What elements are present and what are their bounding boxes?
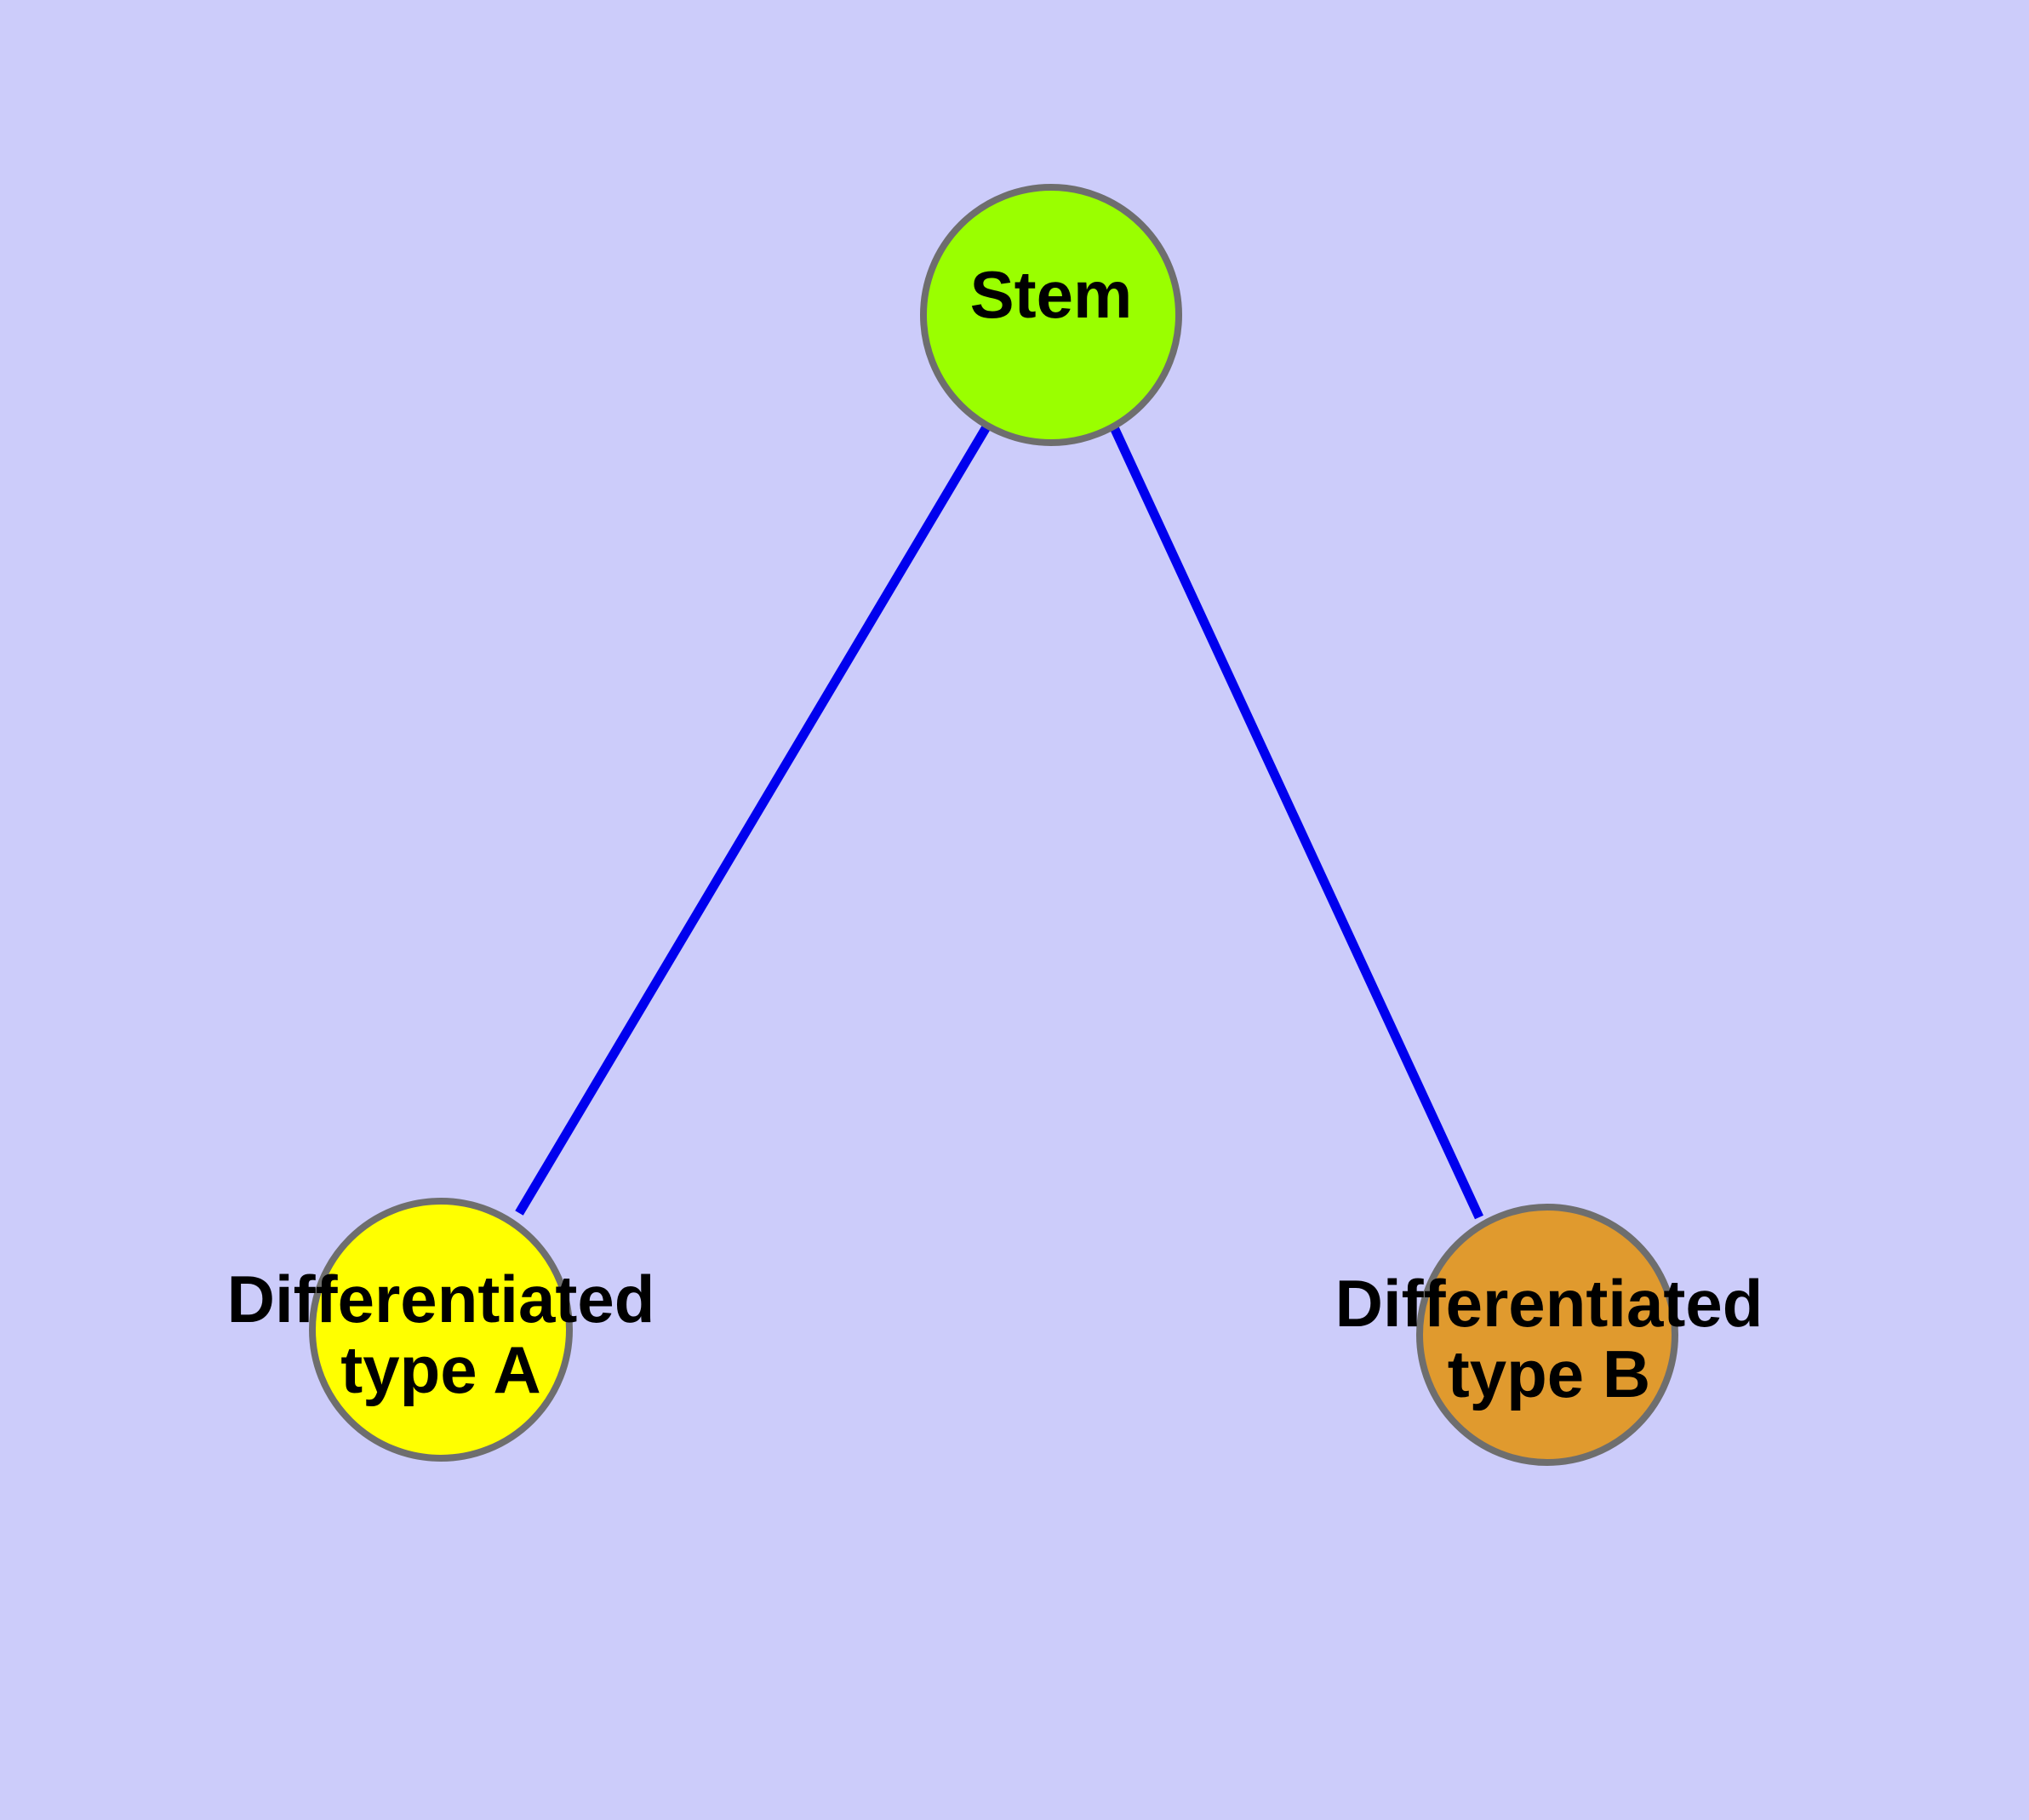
edge-stem-to-differentiated-type-b[interactable]	[1109, 423, 1483, 1220]
node-stem[interactable]	[920, 184, 1182, 446]
node-differentiated-type-a[interactable]	[309, 1198, 573, 1462]
node-differentiated-type-b[interactable]	[1416, 1204, 1678, 1466]
edge-stem-to-differentiated-type-a[interactable]	[515, 423, 992, 1216]
